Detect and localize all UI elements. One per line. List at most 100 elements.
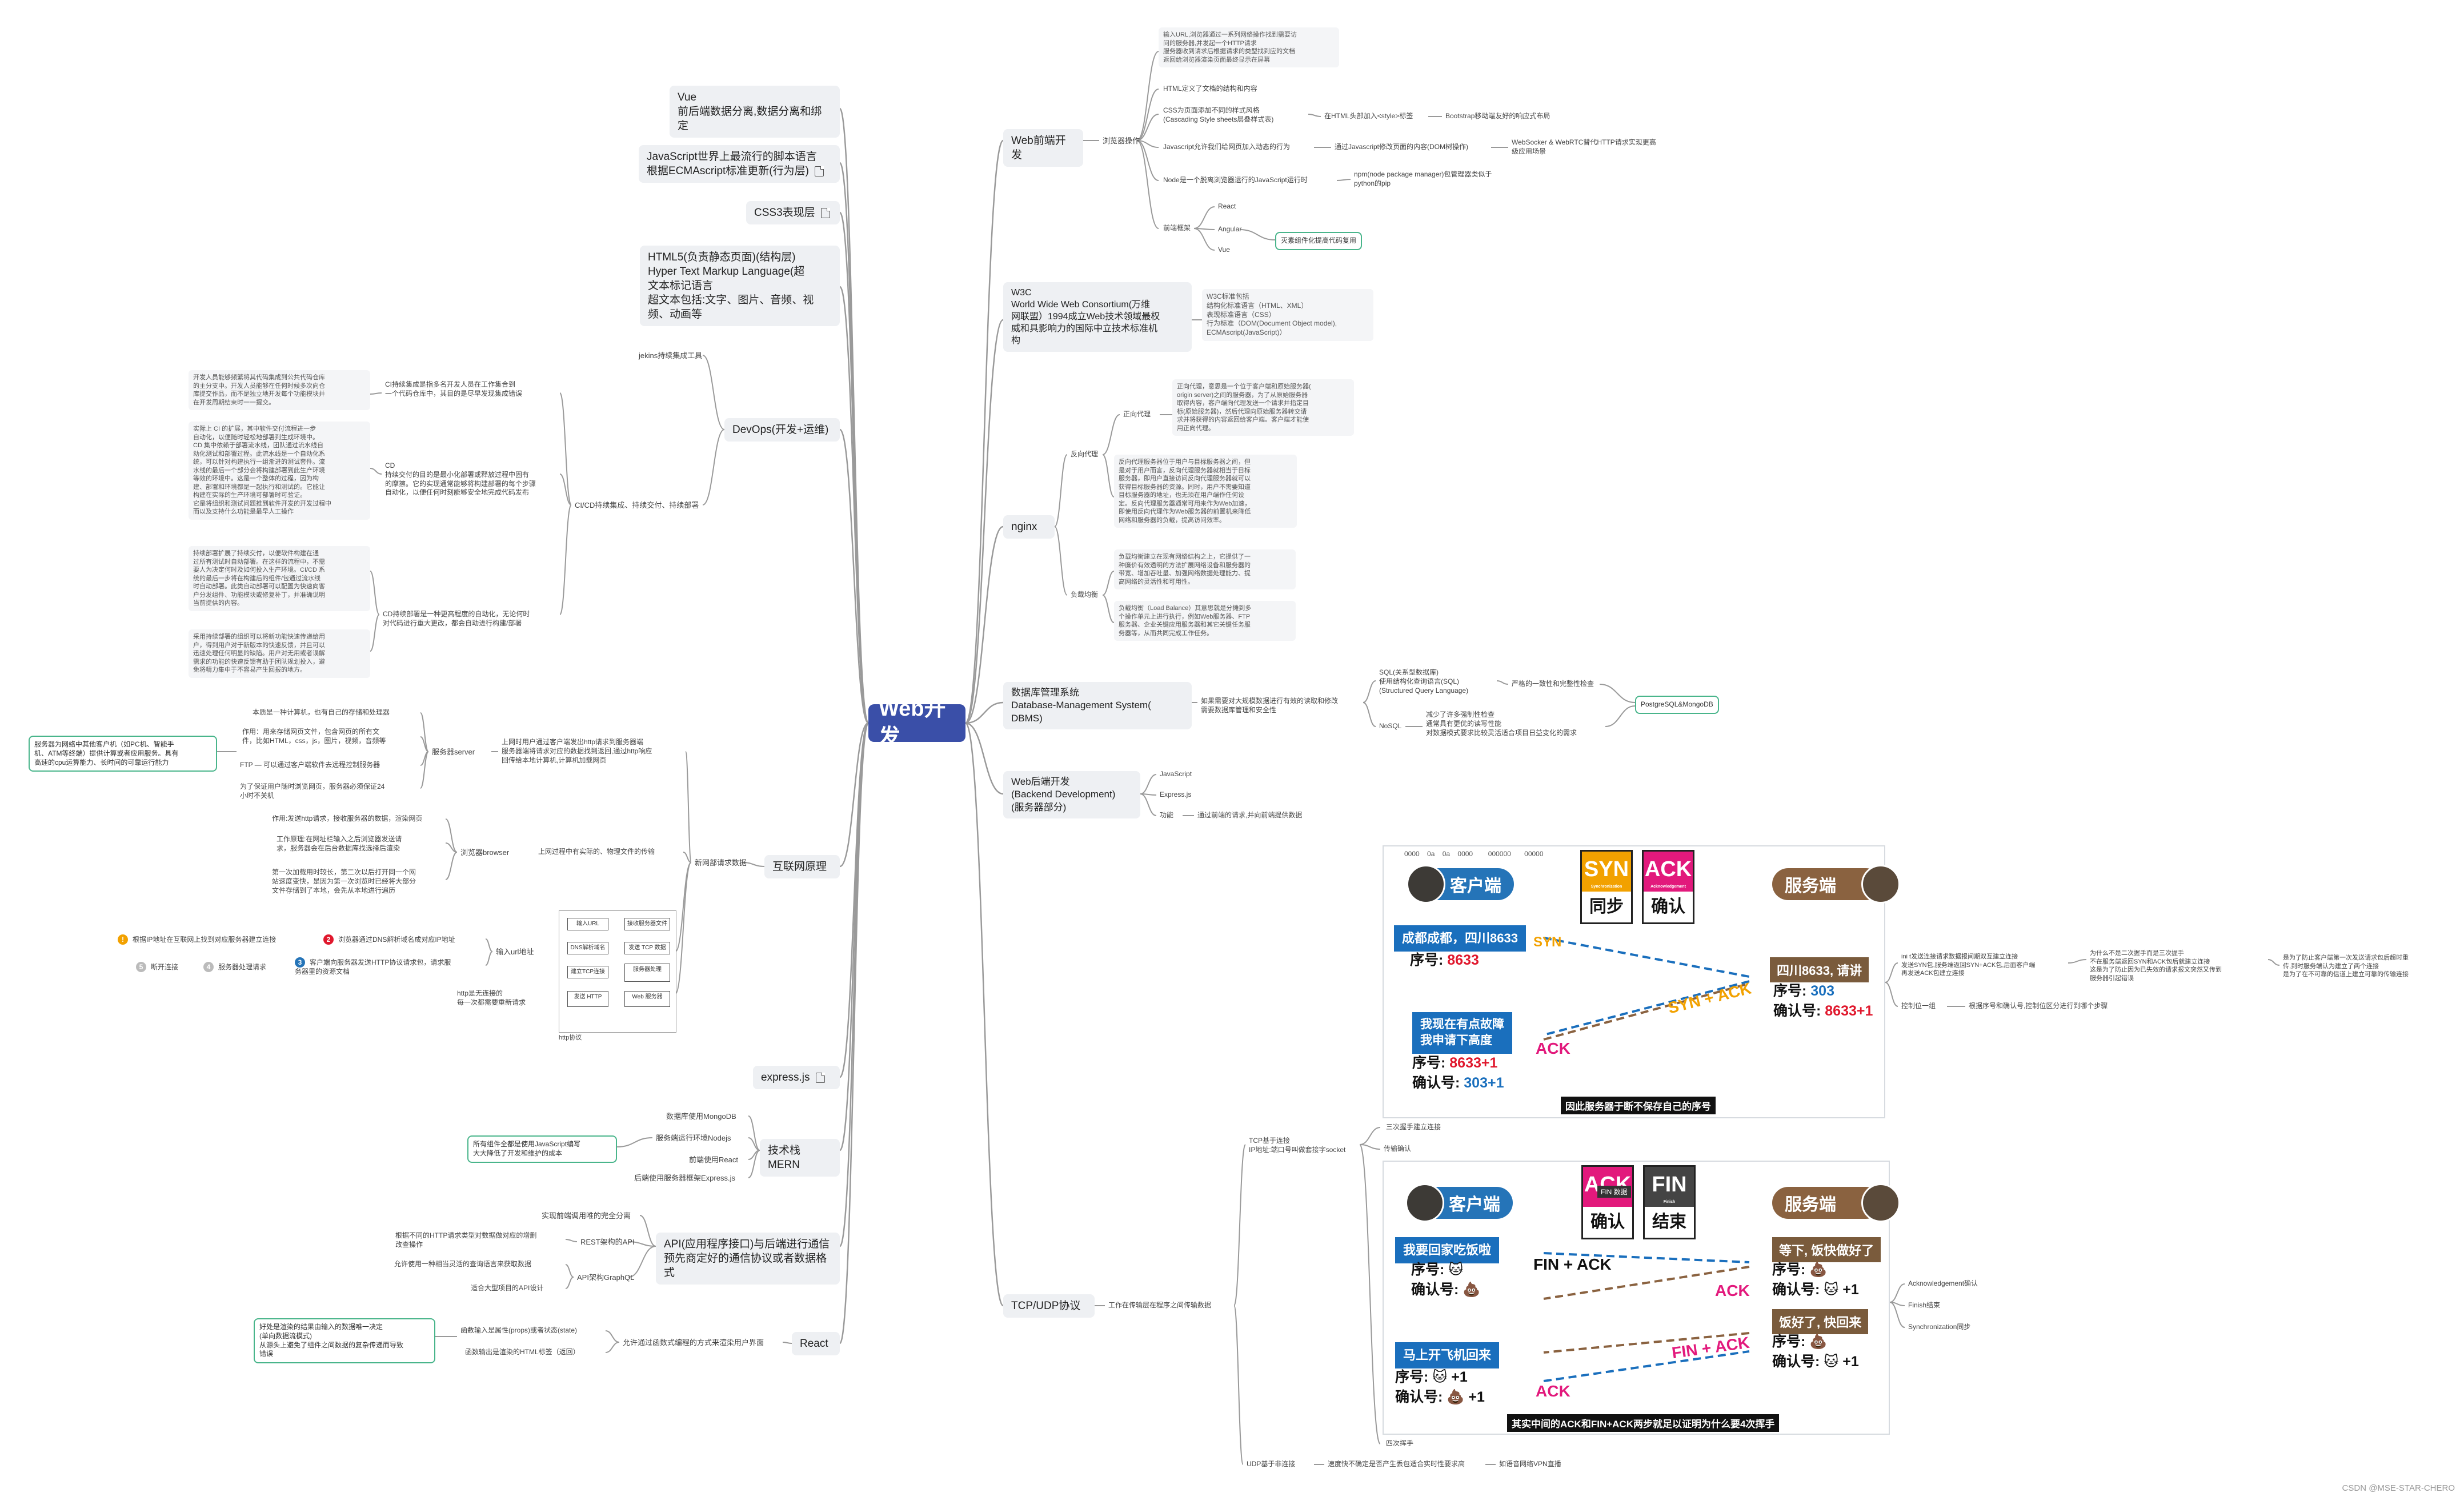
topic-express[interactable]: express.js	[753, 1066, 840, 1090]
framework-react[interactable]: React	[1218, 202, 1236, 210]
db-nosql[interactable]: NoSQL	[1379, 722, 1402, 730]
fin-tooltip: FIN 数据	[1597, 1186, 1631, 1198]
connector-line	[485, 951, 493, 966]
nginx-forward[interactable]: 正向代理	[1123, 410, 1151, 418]
connector-line	[1193, 206, 1215, 229]
connector-line	[965, 722, 1004, 795]
udp-connectionless[interactable]: UDP基于非连接	[1247, 1460, 1296, 1468]
react-desc[interactable]: 允许通过函数式编程的方式来渲染用户界面	[623, 1338, 764, 1347]
backend-js[interactable]: JavaScript	[1160, 770, 1192, 778]
frontend-css: CSS为页面添加不同的样式风格 (Cascading Style sheets层…	[1163, 106, 1274, 123]
devops-cicd[interactable]: CI/CD持续集成、持续交付、持续部署	[575, 501, 699, 509]
network-url[interactable]: 输入url地址	[496, 948, 534, 956]
devops-cdd-note2: 采用持续部署的组织可以将新功能快速传递给用 户，得到用户对于新版本的快速反馈，并…	[189, 629, 370, 678]
devops-ci[interactable]: CI持续集成是指多名开发人员在工作集合到 一个代码仓库中，其目的是尽早发现集成错…	[385, 380, 523, 398]
db-engines: PostgreSQL&MongoDB	[1635, 696, 1719, 714]
connector-line	[839, 428, 870, 724]
topic-tcp-udp[interactable]: TCP/UDP协议	[1003, 1294, 1095, 1318]
db-sql[interactable]: SQL(关系型数据库) 使用结构化查询语言(SQL) (Structured Q…	[1379, 668, 1469, 695]
connector-line	[559, 392, 572, 505]
connector-line	[445, 852, 458, 880]
server-fact-4: 为了保证用户随时浏览网页，服务器必须保证24 小时不关机	[240, 782, 385, 800]
tcp-fin-word: Finish结束	[1908, 1301, 1941, 1309]
connector-line	[1889, 1283, 1905, 1303]
topic-backend[interactable]: Web后端开发 (Backend Development) (服务器部分)	[1003, 771, 1140, 819]
step-ip: !根据IP地址在互联网上找到对应服务器建立连接	[114, 933, 308, 946]
connector-line	[420, 736, 429, 752]
connector-line	[370, 392, 382, 395]
frontend-url-flow: 输入URL,浏览器通过一系列网络操作找到需要访 问的服务器,并发起一个HTTP请…	[1159, 27, 1339, 68]
mern-react[interactable]: 前端使用React	[689, 1155, 738, 1164]
backend-function-desc: 通过前端的请求,并向前端提供数据	[1197, 811, 1303, 819]
handshake3-caption: 因此服务器于断不保存自己的序号	[1561, 1097, 1716, 1114]
connector-line	[964, 319, 1004, 724]
central-topic[interactable]: Web开发	[868, 697, 965, 749]
server-message-1: 等下, 饭快做好了	[1772, 1237, 1881, 1262]
frontend-frameworks[interactable]: 前端框架	[1163, 224, 1191, 232]
framework-angular[interactable]: Angular	[1218, 225, 1242, 233]
framework-vue[interactable]: Vue	[1218, 246, 1230, 254]
network-browser[interactable]: 浏览器browser	[460, 848, 510, 857]
server-message-2: 饭好了, 快回来	[1772, 1309, 1869, 1334]
topic-network[interactable]: 互联网原理	[764, 855, 840, 879]
tcp-four-way[interactable]: 四次挥手	[1386, 1439, 1414, 1447]
api-rest[interactable]: REST架构的API	[580, 1238, 635, 1246]
db-nosql-note: 减少了许多强制性检查 通常具有更优的读写性能 对数据模式要求比较灵活适合项目日益…	[1426, 711, 1577, 737]
devops-jenkins[interactable]: jekins持续集成工具	[639, 351, 703, 360]
topic-html5[interactable]: HTML5(负责静态页面)(结构层) Hyper Text Markup Lan…	[640, 246, 840, 327]
tcp-transfer[interactable]: 传输确认	[1384, 1145, 1412, 1153]
connector-line	[628, 1246, 656, 1278]
nginx-load-balance[interactable]: 负载均衡	[1071, 591, 1099, 599]
connector-line	[1885, 982, 1898, 1007]
browser-fact-2: 工作原理:在网址栏输入之后浏览器发送请 求，服务器会在后台数据库找选择后渲染	[277, 835, 402, 852]
udp-desc: 速度快不确定是否产生丢包适合实时性要求高	[1328, 1460, 1465, 1468]
topic-nginx[interactable]: nginx	[1003, 515, 1055, 539]
mern-node[interactable]: 服务端运行环境Nodejs	[656, 1134, 731, 1142]
mern-express[interactable]: 后端使用服务器框架Express.js	[634, 1174, 735, 1182]
api-separation[interactable]: 实现前端调用唯的完全分离	[542, 1211, 631, 1220]
connector-line	[702, 355, 725, 430]
network-server[interactable]: 服务器server	[432, 748, 475, 756]
topic-frontend[interactable]: Web前端开发	[1003, 129, 1083, 167]
tcp-control-bits[interactable]: 控制位一组	[1901, 1002, 1936, 1010]
nginx-proxy[interactable]: 反向代理	[1071, 450, 1099, 458]
frontend-browser-op[interactable]: 浏览器操作	[1103, 137, 1140, 145]
topic-api[interactable]: API(应用程序接口)与后端进行通信 预先商定好的通信协议或者数据格式	[656, 1233, 840, 1285]
devops-cd[interactable]: CD 持续交付的目的是最小化部署或释放过程中固有 的摩擦。它的实现通常能够将构建…	[385, 461, 536, 497]
topic-mern[interactable]: 技术栈MERN	[760, 1139, 840, 1177]
handshake4-arrows	[1543, 1252, 1750, 1382]
frontend-html: HTML定义了文档的结构和内容	[1163, 85, 1257, 93]
network-request[interactable]: 新网部请求数据	[695, 858, 747, 867]
mern-mongodb[interactable]: 数据库使用MongoDB	[666, 1112, 736, 1121]
backend-function[interactable]: 功能	[1160, 811, 1174, 819]
handshake4-caption: 其实中间的ACK和FIN+ACK两步就足以证明为什么要4次挥手	[1507, 1414, 1780, 1432]
connector-line	[1136, 140, 1159, 229]
api-graphql[interactable]: API架构GraphQL	[577, 1273, 635, 1282]
tcp-three-way[interactable]: 三次握手建立连接	[1386, 1123, 1441, 1131]
client-message-1: 成都成都，四川8633	[1394, 925, 1526, 952]
topic-javascript[interactable]: JavaScript世界上最流行的脚本语言 根据ECMAscript标准更新(行…	[639, 145, 840, 183]
step-five-icon: 5	[136, 962, 146, 972]
arrow-ack-1: ACK	[1715, 1282, 1750, 1299]
connector-line	[1140, 774, 1157, 794]
connector-line	[605, 1342, 620, 1353]
tcp-connection[interactable]: TCP基于连接 IP地址:端口号叫做套接字socket	[1249, 1137, 1346, 1154]
topic-react[interactable]: React	[792, 1332, 840, 1356]
topic-vue[interactable]: Vue 前后端数据分离,数据分离和绑定	[670, 86, 840, 138]
topic-devops[interactable]: DevOps(开发+运维)	[724, 418, 840, 442]
connector-line	[1136, 114, 1159, 141]
server-reply: 四川8633, 请讲	[1770, 957, 1869, 982]
server-fact-2: 作用：用来存储网页文件，包含网页的所有文 件，比如HTML，css，js，图片，…	[242, 728, 386, 745]
topic-css3[interactable]: CSS3表现层	[746, 201, 840, 225]
connector-line	[445, 842, 458, 853]
backend-express[interactable]: Express.js	[1160, 790, 1192, 798]
javascript-label: JavaScript世界上最流行的脚本语言 根据ECMAscript标准更新(行…	[647, 151, 817, 178]
topic-dbms[interactable]: 数据库管理系统 Database-Management System( DBMS…	[1003, 682, 1192, 730]
connector-line	[1885, 962, 1898, 983]
devops-cdd[interactable]: CD持续部署是一种更高程度的自动化，无论何时 对代码进行重大更改，都会自动进行构…	[383, 610, 530, 627]
topic-w3c[interactable]: W3C World Wide Web Consortium(万维 网联盟）199…	[1003, 282, 1192, 352]
